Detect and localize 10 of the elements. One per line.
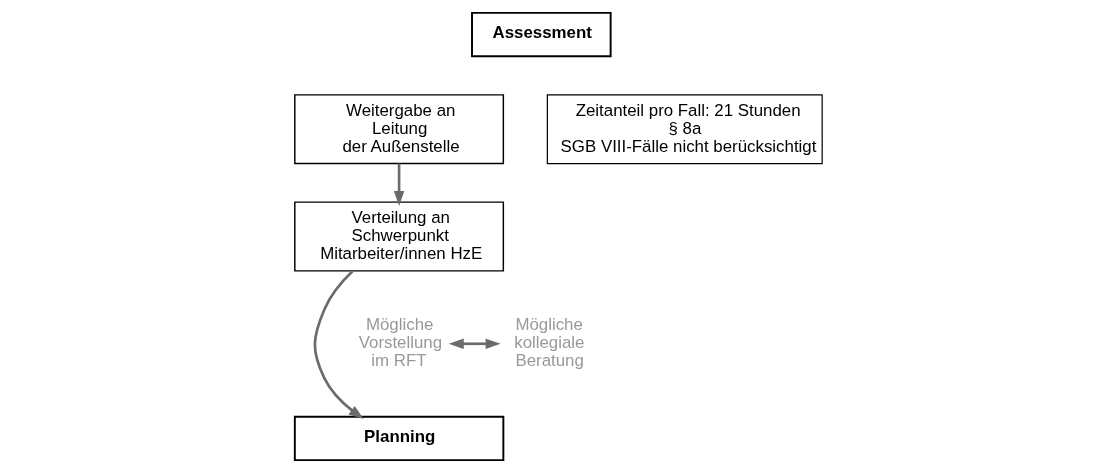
- node-box: Planning: [293, 415, 505, 462]
- node-box: Weitergabe an Leitung der Außenstelle: [294, 94, 505, 165]
- node-text: Mögliche Vorstellung im RFT: [358, 315, 443, 371]
- node-box: Assessment: [471, 11, 612, 58]
- arrow: [448, 338, 501, 349]
- arrow: [393, 163, 405, 206]
- node-box: Verteilung an Schwerpunkt Mitarbeiter/innen HzE: [294, 201, 505, 272]
- node-text: Mögliche kollegiale Beratung: [514, 315, 585, 371]
- node-box: Zeitanteil pro Fall: 21 Stunden § 8a SGB VIII-Fälle nicht berücksichtigt: [546, 94, 823, 165]
- arrow: [313, 270, 364, 419]
